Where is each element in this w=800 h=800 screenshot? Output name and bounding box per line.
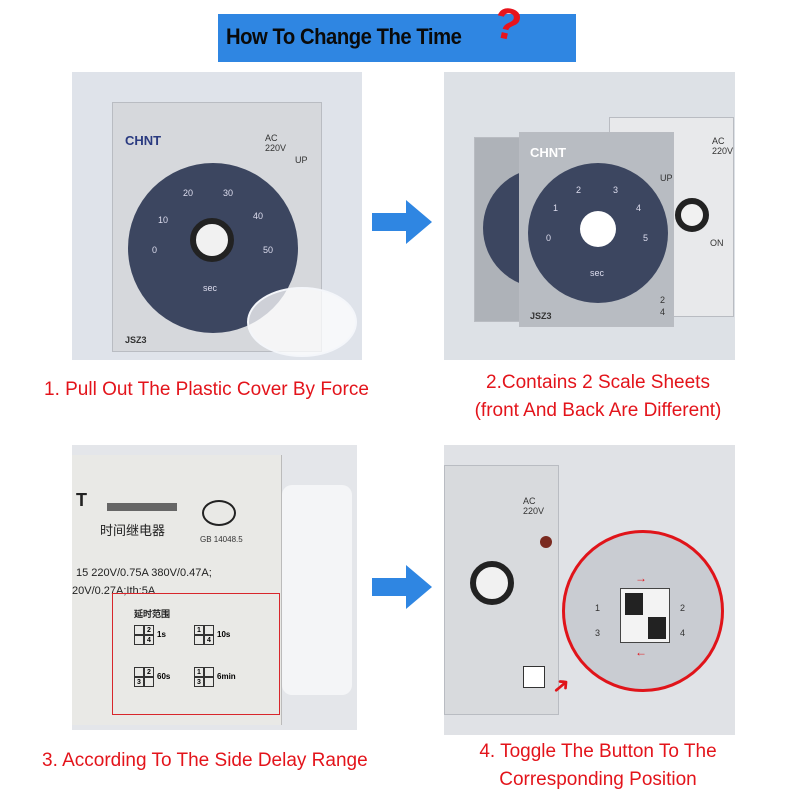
caption-line: 4. Toggle The Button To The <box>479 741 717 762</box>
caption-line: 2.Contains 2 Scale Sheets <box>486 372 710 393</box>
arrow-right-icon <box>372 200 432 244</box>
switch-zoom-circle: 1 3 2 4 → ← <box>562 530 724 692</box>
switch-number: 4 <box>680 628 686 638</box>
switch-cell <box>194 635 204 645</box>
knob <box>470 561 514 605</box>
arrow-right-icon: → <box>635 571 647 585</box>
switch-cell <box>204 677 214 687</box>
ccc-mark-icon <box>202 500 236 526</box>
switch-number: 2 <box>680 603 686 613</box>
switch-number: 2 <box>660 295 666 305</box>
question-mark-icon: ? <box>489 0 526 52</box>
switch-lever[interactable] <box>648 617 666 639</box>
brand-logo: CHNT <box>530 145 567 160</box>
switch-cell: 3 <box>194 677 204 687</box>
brand-logo: CHNT <box>125 133 162 148</box>
delay-range-value: 1s <box>157 630 166 639</box>
label-bar <box>107 503 177 511</box>
delay-range-value: 6min <box>217 672 236 681</box>
dial-number: 5 <box>643 233 649 243</box>
dial-number: 1 <box>553 203 559 213</box>
knob-hole <box>580 211 616 247</box>
knob <box>190 218 234 262</box>
switch-cell: 2 <box>144 625 154 635</box>
up-label: UP <box>660 173 673 183</box>
dial-number: 0 <box>546 233 552 243</box>
model-label: JSZ3 <box>125 335 147 345</box>
dial-number: 30 <box>223 188 234 198</box>
dial-number: 40 <box>253 211 264 221</box>
type-label: 时间继电器 <box>100 523 166 538</box>
range-title: 延时范围 <box>134 609 171 619</box>
dip-switch[interactable] <box>620 588 670 643</box>
ac-label: AC 220V <box>265 133 287 153</box>
up-label: UP <box>295 155 308 165</box>
dial-number: 2 <box>576 185 582 195</box>
brand-logo: T <box>76 490 87 510</box>
delay-range-highlight <box>112 593 280 715</box>
spec-line: 20V/0.27A;Ith:5A <box>72 585 156 597</box>
knob <box>675 198 709 232</box>
title-banner: How To Change The Time ? <box>218 0 576 62</box>
switch-cell: 3 <box>134 677 144 687</box>
plastic-cover <box>282 485 352 695</box>
step2-caption: 2.Contains 2 Scale Sheets (front And Bac… <box>444 372 752 422</box>
switch-cell <box>134 667 144 677</box>
switch-cell: 1 <box>194 667 204 677</box>
scale-sheet-front: CHNT UP 0 1 2 3 4 5 sec JSZ3 2 4 <box>519 132 674 327</box>
arrow-left-icon: ← <box>635 645 647 659</box>
switch-number: 3 <box>595 628 601 638</box>
dial-number: 50 <box>263 245 274 255</box>
page-title: How To Change The Time <box>226 24 462 49</box>
arrow-right-icon <box>372 565 432 609</box>
step3-photo: T 时间继电器 GB 14048.5 15 220V/0.75A 380V/0.… <box>72 445 357 730</box>
switch-cell <box>134 635 144 645</box>
dial-face: 0 1 2 3 4 5 sec <box>528 163 668 303</box>
dial-number: 3 <box>613 185 619 195</box>
switch-cell <box>144 677 154 687</box>
dial-number: 0 <box>152 245 158 255</box>
ac-label: AC 220V <box>712 136 734 156</box>
caption-line: Corresponding Position <box>499 769 697 790</box>
switch-cell: 4 <box>144 635 154 645</box>
dial-number: 10 <box>158 215 169 225</box>
switch-cell <box>204 625 214 635</box>
dial-unit: sec <box>590 268 605 278</box>
switch-lever[interactable] <box>625 593 643 615</box>
step2-photo: AC 220V ON CHNT UP 0 1 2 3 4 5 sec JSZ3 … <box>444 72 735 360</box>
switch-cell <box>204 667 214 677</box>
delay-range-value: 10s <box>217 630 231 639</box>
switch-cell: 4 <box>204 635 214 645</box>
spec-line: 15 220V/0.75A 380V/0.47A; <box>76 567 212 579</box>
caption-line: (front And Back Are Different) <box>474 400 722 421</box>
dial-unit: sec <box>203 283 218 293</box>
dip-switch-small <box>523 666 545 688</box>
cert-label: GB 14048.5 <box>200 535 243 544</box>
step3-caption: 3. According To The Side Delay Range <box>42 750 368 771</box>
step4-photo: AC 220V 1 3 2 4 → ← ➜ <box>444 445 735 735</box>
relay-side-label: T 时间继电器 GB 14048.5 15 220V/0.75A 380V/0.… <box>72 455 282 725</box>
step1-caption: 1. Pull Out The Plastic Cover By Force <box>44 379 369 400</box>
dial-number: 4 <box>636 203 642 213</box>
model-label: JSZ3 <box>530 311 552 321</box>
plastic-cover <box>247 287 357 357</box>
on-label: ON <box>710 238 724 248</box>
dial-number: 20 <box>183 188 194 198</box>
switch-number: 4 <box>660 307 666 317</box>
step1-photo: CHNT AC 220V UP 0 10 20 30 40 50 sec JSZ… <box>72 72 362 360</box>
delay-range-value: 60s <box>157 672 171 681</box>
ac-label: AC 220V <box>523 496 545 516</box>
switch-number: 1 <box>595 603 601 613</box>
timer-relay-side: AC 220V <box>444 465 559 715</box>
switch-cell: 2 <box>144 667 154 677</box>
indicator-light <box>540 536 552 548</box>
switch-cell <box>134 625 144 635</box>
switch-cell: 1 <box>194 625 204 635</box>
step4-caption: 4. Toggle The Button To The Correspondin… <box>444 741 752 791</box>
